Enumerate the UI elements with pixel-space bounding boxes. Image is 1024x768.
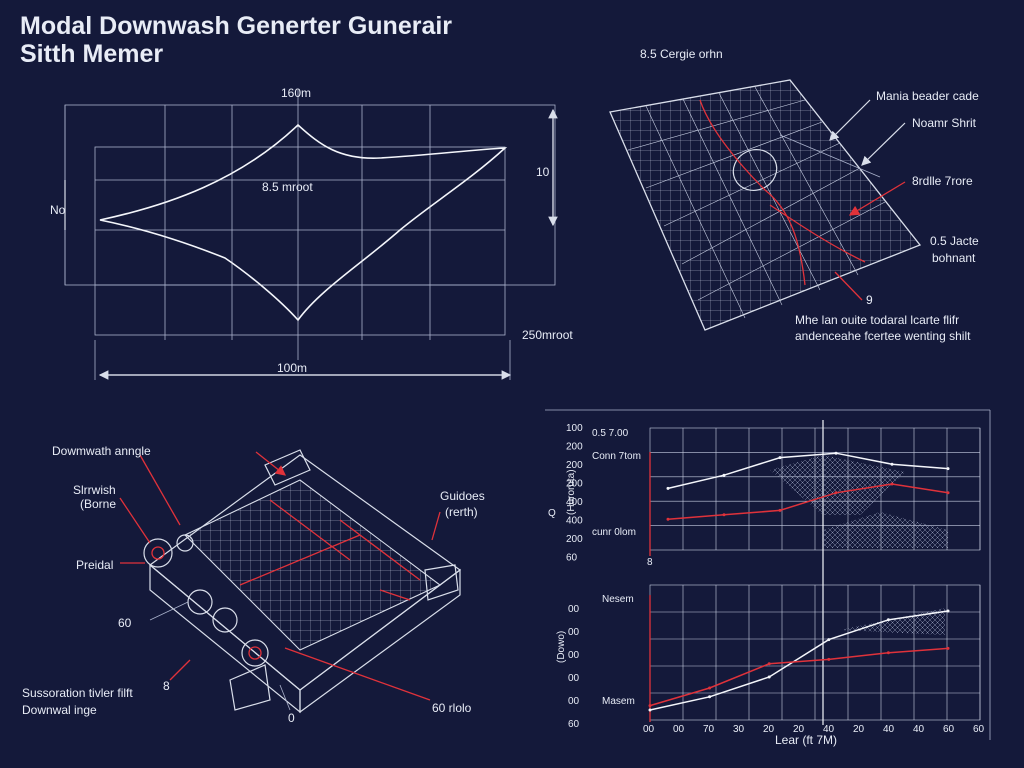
series-point xyxy=(946,609,950,613)
series-point xyxy=(648,704,652,708)
bottom-plot-annotation-1: Nesem xyxy=(602,594,634,605)
x-tick-label: 60 xyxy=(943,724,955,735)
top-plot-cross: 8 xyxy=(647,557,653,568)
series-point xyxy=(827,638,831,642)
y-tick-label: 00 xyxy=(568,673,580,684)
series-point xyxy=(834,491,838,495)
mesh-note-line-2: andenceahe fcertee wenting shilt xyxy=(795,329,971,343)
y-tick-label: 00 xyxy=(568,627,580,638)
x-tick-label: 40 xyxy=(823,724,835,735)
series-point xyxy=(946,491,950,495)
mesh-callout-1: Mania beader cade xyxy=(876,89,979,103)
planform-side-label: 250mroot xyxy=(522,328,573,342)
y-tick-label: 00 xyxy=(568,650,580,661)
series-point xyxy=(767,662,771,666)
label-sixty: 60 xyxy=(118,616,132,630)
series-line xyxy=(649,610,949,711)
label-bottom-left-line-1: Sussoration tivler filft xyxy=(22,686,133,700)
label-bottom-right: 60 rlolo xyxy=(432,701,472,715)
series-point xyxy=(946,467,950,471)
series-line xyxy=(667,452,949,490)
top-plot-annotation-3: cunr 0lom xyxy=(592,527,636,538)
plots-panel: 100 200 200 200 400 400 200 60 00 00 00 00 00 60 00 00 7… xyxy=(545,409,991,740)
series-point xyxy=(886,651,890,655)
title-line-2: Sitth Memer xyxy=(20,40,163,68)
top-plot-ylabel: (Huroruta) xyxy=(566,469,577,515)
series-point xyxy=(708,695,712,699)
y-tick-label: 60 xyxy=(566,553,578,564)
label-right-line-1: Guidoes xyxy=(440,489,485,503)
mesh-callout-2: Noamr Shrit xyxy=(912,116,977,130)
y-tick-label: 200 xyxy=(566,442,583,453)
series-point xyxy=(666,486,670,490)
x-tick-label: 40 xyxy=(913,724,925,735)
top-plot-annotation-1: 0.5 7.00 xyxy=(592,428,629,439)
series-point xyxy=(834,451,838,455)
mesh-small-label: 9 xyxy=(866,293,873,307)
series-point xyxy=(767,675,771,679)
planform-dim-top: 160m xyxy=(281,86,311,100)
y-tick-label: 60 xyxy=(568,719,580,730)
series-point xyxy=(708,686,712,690)
x-tick-label: 60 xyxy=(973,724,985,735)
mesh-callout-3: 8rdlle 7rore xyxy=(912,174,973,188)
top-plot-annotation-2: Conn 7tom xyxy=(592,451,641,462)
y-tick-label: 400 xyxy=(566,497,583,508)
title-line-1: Modal Downwash Generter Gunerair xyxy=(20,12,452,40)
x-tick-label: 40 xyxy=(883,724,895,735)
label-bottom-left-line-2: Downwal inge xyxy=(22,703,97,717)
series-point xyxy=(648,708,652,712)
series-line xyxy=(667,483,949,520)
label-downwash-angle: Dowmwath anngle xyxy=(52,444,151,458)
bottom-plot-annotation-2: Masem xyxy=(602,696,635,707)
mesh-note-line-1: Mhe lan ouite todaral lcarte flifr xyxy=(795,313,959,327)
y-tick-label: 00 xyxy=(568,604,580,615)
mesh-callout-5: bohnant xyxy=(932,251,976,265)
x-tick-label: 00 xyxy=(673,724,685,735)
series-point xyxy=(778,508,782,512)
label-group-line-2: (Borne xyxy=(80,497,116,511)
planform-center-label: 8.5 mroot xyxy=(262,180,313,194)
x-tick-label: 20 xyxy=(763,724,775,735)
y-tick-label: 200 xyxy=(566,460,583,471)
planform-dim-left: No xyxy=(50,203,66,217)
bottom-plot-ylabel: (Dowo) xyxy=(556,631,567,663)
series-line xyxy=(649,647,949,707)
label-group-line-1: Slrrwish xyxy=(73,483,116,497)
label-right-line-2: (rerth) xyxy=(445,505,478,519)
y-tick-label: 400 xyxy=(566,516,583,527)
planform-dim-bottom: 100m xyxy=(277,361,307,375)
series-point xyxy=(890,462,894,466)
x-tick-label: 20 xyxy=(853,724,865,735)
y-tick-label: 200 xyxy=(566,534,583,545)
series-point xyxy=(890,482,894,486)
top-plot-y-letter: Q xyxy=(548,508,556,519)
y-tick-label: 200 xyxy=(566,479,583,490)
series-point xyxy=(666,517,670,521)
planform-dim-right: 10 xyxy=(536,165,550,179)
x-tick-label: 70 xyxy=(703,724,715,735)
series-point xyxy=(722,513,726,517)
x-tick-label: 20 xyxy=(793,724,805,735)
planform-drawing xyxy=(64,90,558,380)
x-tick-label: 00 xyxy=(643,724,655,735)
y-tick-label: 00 xyxy=(568,696,580,707)
mesh-top-label: 8.5 Cergie orhn xyxy=(640,47,723,61)
series-point xyxy=(778,456,782,460)
series-point xyxy=(827,657,831,661)
series-point xyxy=(946,646,950,650)
y-tick-label: 100 xyxy=(566,423,583,434)
label-small-zero: 0 xyxy=(288,711,295,725)
mesh-callout-4: 0.5 Jacte xyxy=(930,234,979,248)
label-prolal: Preidal xyxy=(76,558,113,572)
x-tick-label: 30 xyxy=(733,724,745,735)
series-point xyxy=(722,473,726,477)
label-small-eight: 8 xyxy=(163,679,170,693)
apparatus-drawing xyxy=(119,449,462,714)
plot-xlabel: Lear (ft 7M) xyxy=(775,733,837,747)
series-point xyxy=(886,618,890,622)
mesh-perspective xyxy=(609,79,922,331)
